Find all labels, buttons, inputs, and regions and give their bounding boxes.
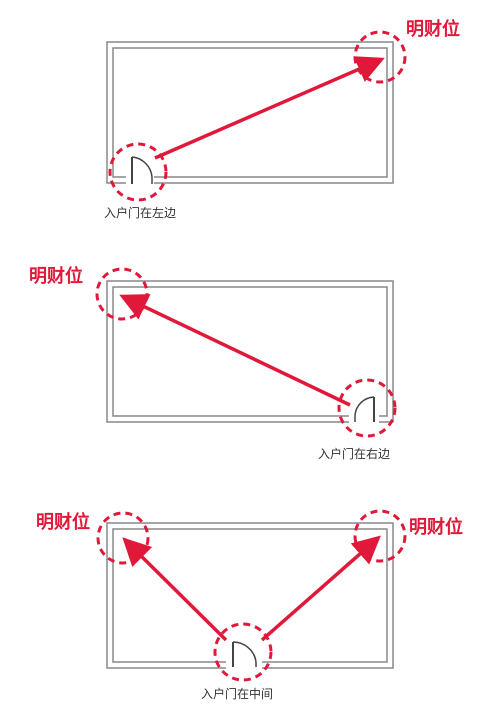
panel-door-right bbox=[95, 267, 397, 438]
flow-arrow-right bbox=[260, 535, 381, 642]
door-position-label: 入户门在右边 bbox=[318, 447, 391, 461]
door-opening bbox=[226, 637, 262, 670]
door-highlight-circle bbox=[108, 142, 168, 202]
door-highlight-circle bbox=[213, 622, 273, 682]
flow-arrow bbox=[154, 56, 385, 160]
room-walls bbox=[106, 280, 394, 423]
door-position-label: 入户门在左边 bbox=[104, 206, 177, 220]
door-highlight-circle bbox=[337, 378, 397, 438]
flow-arrow-left bbox=[122, 537, 228, 642]
room-walls bbox=[106, 41, 394, 184]
door-opening bbox=[349, 394, 379, 424]
door-opening bbox=[126, 156, 154, 185]
panel-door-middle bbox=[96, 509, 407, 682]
wealth-position-circle bbox=[95, 267, 149, 321]
wealth-position-label-right: 明财位 bbox=[409, 517, 463, 538]
wealth-position-circle bbox=[353, 30, 407, 84]
door-position-label: 入户门在中间 bbox=[201, 687, 274, 701]
flow-arrow bbox=[119, 294, 351, 407]
wealth-position-label: 明财位 bbox=[29, 266, 83, 287]
panel-door-left bbox=[106, 30, 407, 202]
wealth-position-label: 明财位 bbox=[406, 19, 460, 40]
wealth-position-label-left: 明财位 bbox=[36, 512, 90, 533]
